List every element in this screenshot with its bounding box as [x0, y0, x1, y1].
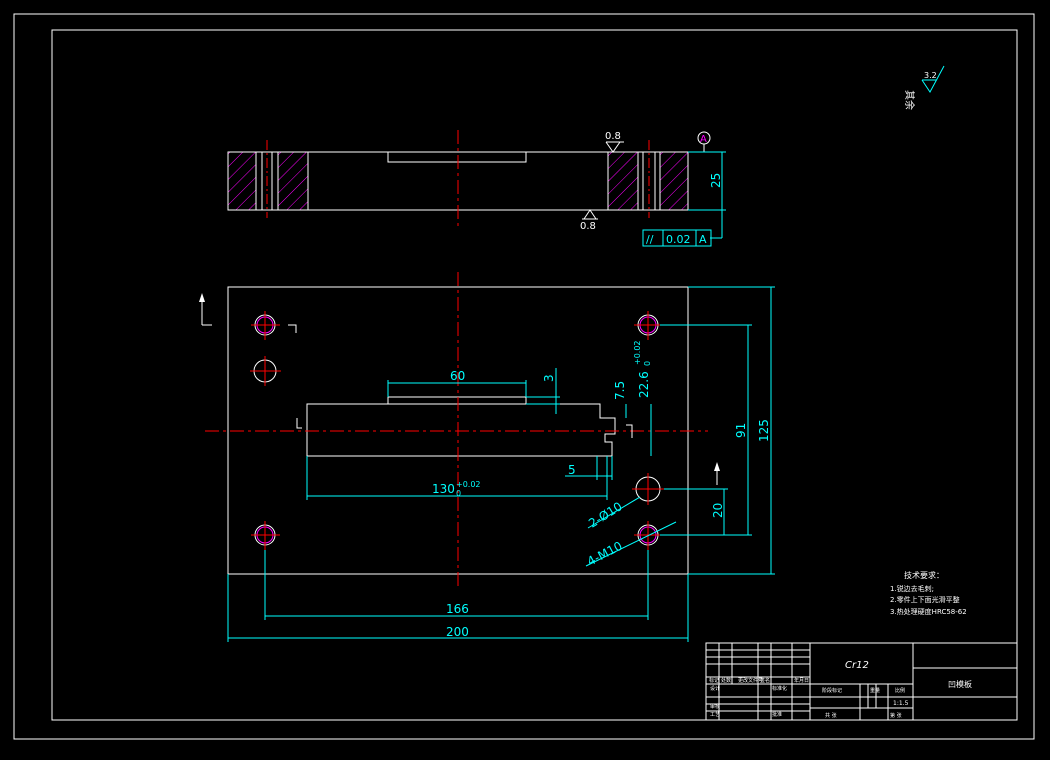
hole-top-right [634, 311, 663, 340]
hatch-right-b [659, 151, 689, 211]
dim-length-tol-low: 0 [456, 489, 461, 498]
dim-height: 125 [757, 419, 771, 442]
roughness-check-icon [921, 65, 945, 93]
hatch-right-a [607, 151, 639, 211]
weight-label: 重量 [870, 687, 880, 694]
review-label: 审核 [710, 703, 720, 710]
inner-frame [51, 29, 1018, 721]
date-label: 年月日 [794, 677, 809, 684]
standard-label: 标准化 [772, 685, 787, 692]
section-arrow-left [199, 293, 212, 326]
roughness-bottom-icon [583, 209, 597, 220]
tolerance-value: 0.02 [666, 233, 691, 246]
dim-width: 200 [446, 625, 469, 639]
notes-item-1: 1.锐边去毛刺; [890, 584, 934, 593]
dim-thickness: 25 [709, 173, 723, 188]
hole-top-left [251, 311, 280, 340]
datum-label: A [700, 134, 707, 145]
title-block-text: Cr12 凹模板 标记 处数 更改文件号 签名 年月日 设计 标准化 审核 工艺… [709, 660, 972, 719]
dim-offset: 22.6 [637, 371, 651, 398]
hatch-left-a [227, 151, 257, 211]
dim-pitch-v: 91 [734, 423, 748, 438]
hatch-left-b [277, 151, 309, 211]
dim-offset-tol-low: 0 [643, 361, 652, 366]
section-view: 0.8 0.8 A 25 // 0.02 A [227, 130, 726, 247]
dim-small: 5 [568, 463, 576, 477]
dim-thread: 4-M10 [585, 539, 625, 569]
approve-label: 批准 [772, 711, 782, 718]
dim-step: 7.5 [613, 381, 627, 400]
process-label: 工艺 [710, 712, 720, 718]
count-label: 处数 [721, 677, 731, 684]
tolerance-frame [642, 229, 712, 247]
title-block [705, 642, 1018, 721]
dim-length-tol: +0.02 [456, 480, 481, 489]
design-label: 设计 [710, 685, 720, 692]
roughness-top-value: 0.8 [605, 131, 621, 142]
tolerance-symbol: // [646, 233, 654, 246]
scale-label: 比例 [895, 687, 905, 694]
tolerance-datum: A [699, 233, 707, 246]
technical-notes: 技术要求： 1.锐边去毛刺; 2.零件上下面光滑平整 3.热处理硬度HRC58-… [890, 570, 967, 616]
dim-spacing: 20 [711, 503, 725, 518]
section-arrow-right [714, 462, 720, 485]
part-name: 凹模板 [948, 679, 972, 689]
mark-label: 标记 [709, 677, 719, 684]
stage-label: 阶段标记 [822, 687, 842, 694]
hole-mid-right [632, 473, 664, 505]
dim-offset-tol: +0.02 [633, 340, 642, 365]
plan-view: 60 3 7.5 22.6 +0.02 0 5 130 +0.02 0 2-Ø1… [199, 272, 775, 642]
scale-value: 1:1.5 [893, 700, 909, 707]
roughness-bottom-value: 0.8 [580, 221, 596, 232]
dim-bore: 2-Ø10 [586, 499, 625, 530]
roughness-top-icon [605, 141, 621, 153]
dim-length: 130 [432, 482, 455, 496]
notes-title: 技术要求： [904, 570, 944, 580]
roughness-other-label: 其余 [903, 90, 916, 110]
hole-bottom-left [251, 521, 280, 550]
notes-item-2: 2.零件上下面光滑平整 [890, 595, 960, 604]
change-doc-label: 更改文件号 [738, 677, 763, 684]
dim-slot-depth: 3 [542, 374, 556, 382]
hole-mid-left [250, 356, 281, 386]
dim-slot-width: 60 [450, 369, 465, 383]
material-label: Cr12 [845, 660, 869, 671]
notes-item-3: 3.热处理硬度HRC58-62 [890, 607, 967, 616]
roughness-other-value: 3.2 [924, 71, 937, 80]
plan-slot [306, 396, 616, 457]
dim-hole-span: 166 [446, 602, 469, 616]
section-slot [387, 151, 527, 163]
roughness-general: 其余 3.2 [903, 65, 945, 110]
sign-label: 签名 [760, 677, 770, 684]
sheet-label: 共 张 [825, 712, 837, 719]
sheet-of: 第 张 [890, 712, 902, 719]
outer-frame [13, 13, 1035, 740]
